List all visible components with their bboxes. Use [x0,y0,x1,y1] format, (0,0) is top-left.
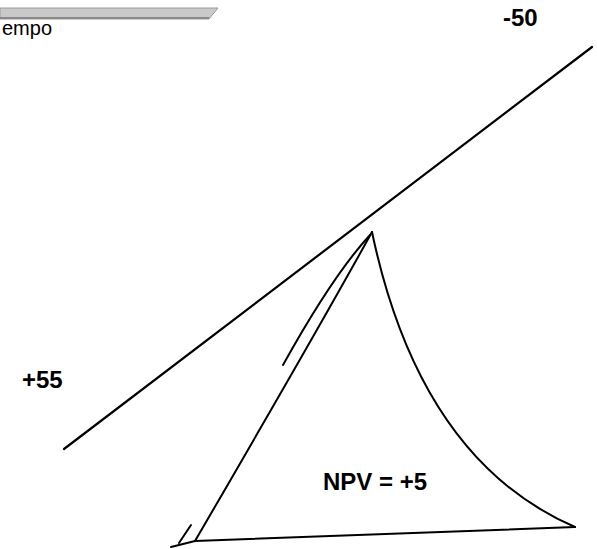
value-label: -50 [503,4,538,32]
triangle-stroke [195,527,575,541]
triangle-stroke [171,541,195,547]
npv-label: NPV = +5 [323,468,427,496]
lever-line [64,47,592,449]
value-label: +55 [22,366,63,394]
triangle-stroke [283,235,370,365]
triangle-stroke [179,525,191,543]
fulcrum-triangle: NPV = +5 [165,225,585,549]
axis-label: empo [2,17,52,40]
triangle-outline [165,225,585,549]
